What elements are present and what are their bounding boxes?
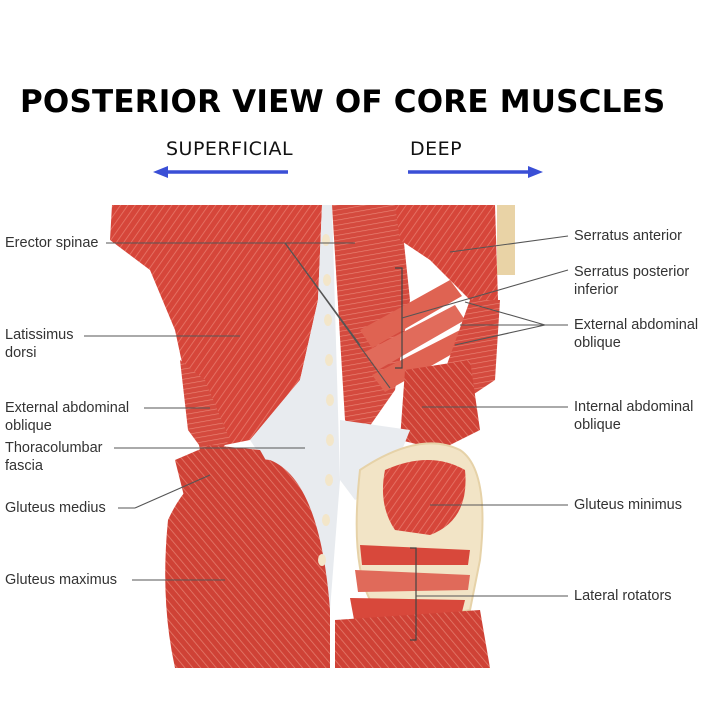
label-thoracolumbar-line2: fascia [5, 458, 43, 474]
label-lateral-rotators: Lateral rotators [574, 588, 672, 604]
arm-bone [497, 205, 515, 275]
deep-arrow [408, 166, 543, 178]
right-lower-muscle [335, 610, 490, 668]
thoracolumbar-fascia [250, 205, 340, 610]
gluteus-maximus-muscle [165, 458, 330, 668]
left-leader-lines [84, 242, 391, 581]
deep-label: DEEP [410, 138, 463, 160]
latissimus-dorsi-muscle [110, 205, 322, 450]
left-external-oblique-muscle [180, 360, 230, 460]
label-external-oblique-left-line1: External abdominal [5, 400, 130, 416]
serratus-posterior-inferior-muscle [360, 280, 468, 392]
label-internal-oblique-line2: oblique [574, 417, 621, 433]
superficial-arrow [153, 166, 288, 178]
label-external-oblique-right-line2: oblique [574, 335, 621, 351]
internal-oblique-muscle [400, 360, 480, 450]
superficial-label: SUPERFICIAL [166, 138, 294, 160]
label-serratus-anterior: Serratus anterior [574, 228, 682, 244]
label-serratus-posterior-line2: inferior [574, 282, 619, 298]
label-gluteus-minimus: Gluteus minimus [574, 497, 682, 513]
lateral-rotators-bracket [410, 547, 417, 641]
label-internal-oblique-line1: Internal abdominal [574, 399, 694, 415]
label-external-oblique-left-line2: oblique [5, 418, 52, 434]
page-title: POSTERIOR VIEW OF CORE MUSCLES [20, 84, 666, 120]
label-thoracolumbar-line1: Thoracolumbar [5, 440, 103, 456]
serratus-anterior-muscle [395, 205, 498, 300]
gluteus-minimus-muscle [382, 460, 466, 535]
label-external-oblique-right-line1: External abdominal [574, 317, 699, 333]
label-latissimus-dorsi-line1: Latissimus [5, 327, 74, 343]
label-latissimus-dorsi-line2: dorsi [5, 345, 37, 361]
label-erector-spinae: Erector spinae [5, 235, 99, 251]
label-gluteus-medius: Gluteus medius [5, 500, 106, 516]
label-serratus-posterior-line1: Serratus posterior [574, 264, 690, 280]
label-gluteus-maximus: Gluteus maximus [5, 572, 118, 588]
right-leader-lines [401, 235, 569, 597]
